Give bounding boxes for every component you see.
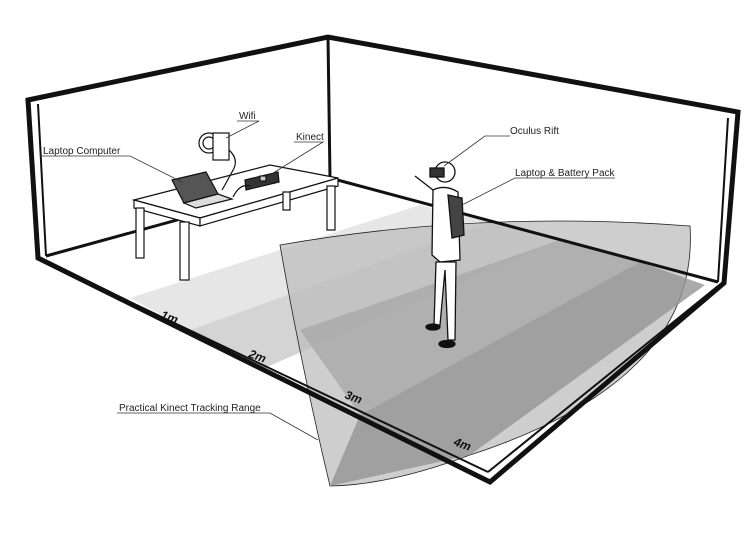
wall-corner — [326, 36, 332, 179]
laptop-computer — [171, 171, 235, 209]
label-wifi: Wifi — [239, 111, 256, 122]
wall-inner-left — [37, 103, 47, 257]
label-kinect: Kinect — [296, 132, 324, 143]
floor-edge-right — [329, 176, 719, 284]
leader-lines — [40, 120, 615, 441]
distance-marker-2m: 2m — [246, 346, 268, 366]
distance-marker-4m: 4m — [451, 434, 473, 454]
floor-band-3m — [300, 240, 640, 415]
label-oculus-rift: Oculus Rift — [510, 126, 559, 137]
floor-front-edge — [45, 261, 489, 473]
label-laptop-battery-pack: Laptop & Battery Pack — [515, 168, 616, 179]
label-tracking-range: Practical Kinect Tracking Range — [119, 403, 261, 414]
floor-front-edge-right — [487, 285, 719, 473]
floor-band-4m — [330, 262, 705, 486]
label-laptop-computer: Laptop Computer — [43, 146, 121, 157]
wifi-router — [198, 132, 236, 191]
distance-marker-1m: 1m — [159, 308, 180, 327]
person-with-headset — [414, 161, 465, 349]
wall-inner-right — [717, 117, 729, 283]
kinect-sensor — [232, 171, 280, 198]
distance-marker-3m: 3m — [343, 388, 364, 407]
